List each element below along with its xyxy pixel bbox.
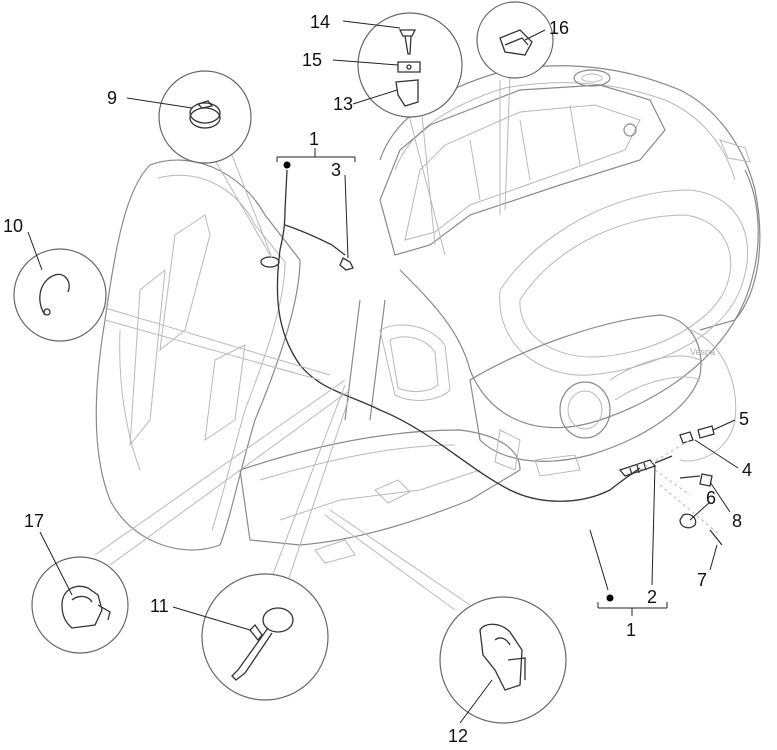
callout-14: 14 [310, 12, 330, 32]
callout-5: 5 [739, 409, 749, 429]
callout-1-bottom: 1 [626, 620, 636, 640]
cable-assembly [260, 169, 673, 502]
callout-13: 13 [333, 94, 353, 114]
callout-11: 11 [150, 596, 169, 616]
zoom-circle-11 [201, 573, 329, 701]
callout-4: 4 [742, 460, 752, 480]
callout-17: 17 [24, 511, 44, 531]
callout-9: 9 [107, 88, 117, 108]
zoom-circle-10 [13, 248, 107, 342]
zoom-circle-17 [31, 556, 129, 654]
scooter-body-drawing: Vespa [95, 65, 761, 564]
callout-2: 2 [647, 587, 657, 607]
zoom-circle-13 [357, 12, 463, 118]
callout-3: 3 [331, 160, 341, 180]
leader-lines [94, 74, 511, 611]
zoom-circle-12 [439, 596, 567, 724]
callout-16: 16 [549, 18, 569, 38]
callout-6: 6 [706, 488, 716, 508]
callout-1-top: 1 [309, 129, 319, 149]
callout-10: 10 [3, 216, 23, 236]
zoom-circle-16 [476, 1, 554, 79]
callout-15: 15 [302, 50, 322, 70]
svg-text:Vespa: Vespa [690, 347, 715, 357]
callout-12: 12 [448, 726, 468, 746]
callout-leaders [27, 20, 739, 724]
callout-7: 7 [697, 570, 707, 590]
zoom-circle-9 [158, 70, 252, 164]
callout-labels: 1 1 2 3 4 5 6 7 8 9 10 11 12 13 14 15 16… [3, 12, 752, 746]
callout-8: 8 [732, 511, 742, 531]
small-parts-right [639, 425, 723, 546]
